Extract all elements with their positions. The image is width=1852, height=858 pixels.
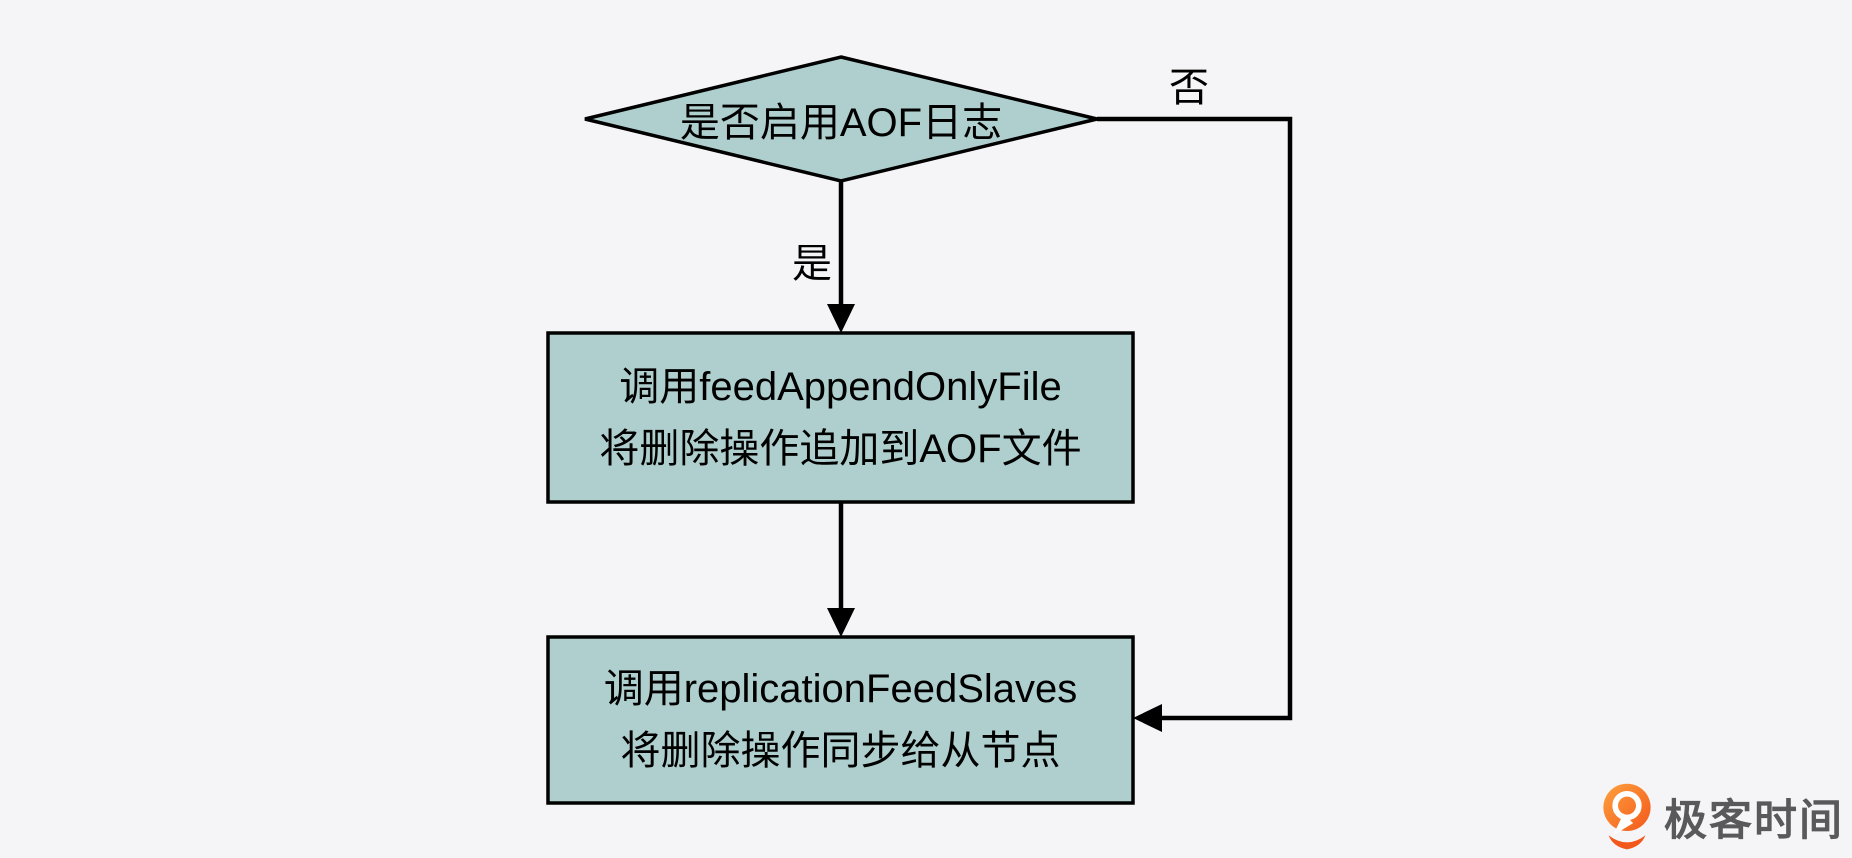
process-connector-arrowhead [827,608,855,637]
process-replication-label-line2: 将删除操作同步给从节点 [620,729,1061,773]
decision-label: 是否启用AOF日志 [679,101,1003,145]
process-aof-label-line1: 调用feedAppendOnlyFile [619,364,1062,409]
geektime-logo: 极客时间 [1600,782,1844,852]
no-branch-label: 否 [1169,66,1209,110]
process-aof-label: 调用feedAppendOnlyFile 将删除操作追加到AOF文件 [548,333,1133,502]
process-replication-box-shape [546,635,1135,805]
yes-connector-arrowhead [827,304,855,333]
yes-branch-label: 是 [792,242,832,286]
geektime-logo-text: 极客时间 [1664,797,1844,845]
process-replication-label: 调用replicationFeedSlaves 将删除操作同步给从节点 [548,637,1133,803]
process-aof-label-line2: 将删除操作追加到AOF文件 [599,426,1082,471]
no-connector-line [1097,116,1293,721]
no-connector-arrowhead [1133,704,1162,732]
process-aof-box-shape [546,331,1135,504]
process-replication-label-line1: 调用replicationFeedSlaves [603,667,1078,711]
geektime-logo-icon [1603,783,1651,850]
